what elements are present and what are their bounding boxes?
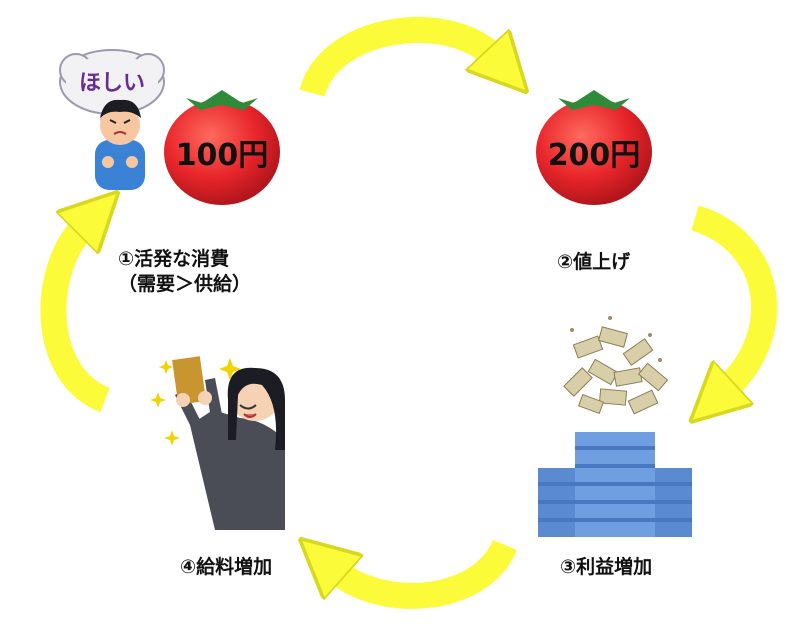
money-bills-illustration [563,316,669,415]
arrow-price-to-profit [695,205,778,390]
step-1-title: ①活発な消費 [118,248,230,270]
arrow-salary-to-consumption [40,225,105,413]
woman-with-envelope-illustration [150,356,285,530]
step-1-subtitle: （需要＞供給） [118,273,252,295]
step-3-label: ③利益増加 [560,556,653,578]
boy-illustration [95,99,145,190]
tomato-200yen: 200円 [536,90,652,205]
company-building-illustration [538,432,692,537]
step-1-label: ①活発な消費 （需要＞供給） [118,247,251,297]
tomato-100yen: 100円 [164,90,280,205]
tomato-200yen-price: 200円 [548,138,641,173]
thought-bubble-text: ほしい [79,71,145,96]
arrow-consumption-to-price [299,17,495,98]
step-2-label: ②値上げ [557,251,631,273]
arrow-profit-to-salary [335,545,517,609]
tomato-100yen-price: 100円 [176,138,269,173]
step-4-label: ④給料増加 [180,556,273,578]
